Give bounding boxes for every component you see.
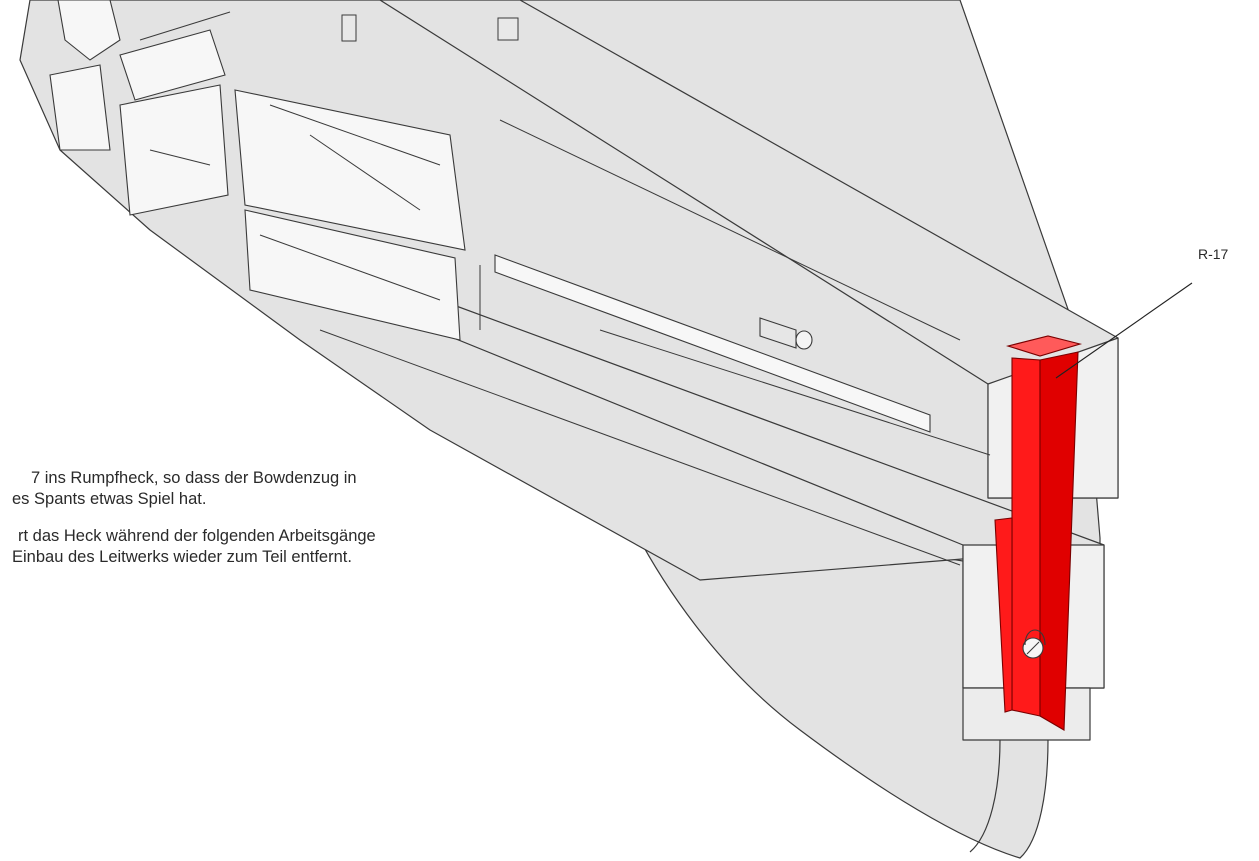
part-r17-side[interactable]	[1039, 351, 1079, 731]
tab	[341, 14, 357, 42]
tab	[497, 17, 519, 41]
rib-line	[259, 234, 441, 301]
seam-line	[499, 119, 961, 341]
instruction-line: 7 ins Rumpfheck, so dass der Bowdenzug i…	[31, 469, 357, 487]
cutout-1	[57, 0, 121, 61]
cutout-2	[119, 29, 226, 101]
seam-line	[599, 329, 991, 456]
cutout-5	[234, 89, 466, 251]
instruction-paragraph-1: 7 ins Rumpfheck, so dass der Bowdenzug i…	[0, 468, 520, 510]
cutout-3	[49, 64, 111, 151]
cutout-6	[244, 209, 461, 341]
screw-slot	[1026, 641, 1040, 655]
tail-fin	[621, 504, 1049, 859]
instruction-paragraph-2: rt das Heck während der folgenden Arbeit…	[0, 526, 520, 568]
rib-line	[139, 11, 231, 41]
callout-leader-line	[1055, 282, 1193, 379]
part-r17-top[interactable]	[1005, 335, 1083, 357]
instruction-text: 7 ins Rumpfheck, so dass der Bowdenzug i…	[0, 468, 520, 584]
rib-line	[149, 149, 211, 166]
bowden-tube	[759, 317, 797, 349]
instruction-line: es Spants etwas Spiel hat.	[12, 490, 207, 508]
screw-hole-outline	[1024, 629, 1046, 646]
fin-edge	[969, 739, 1001, 853]
rib-line	[309, 134, 421, 211]
part-r17-lower-segment[interactable]	[994, 517, 1013, 713]
part-label-r17: R-17	[1198, 246, 1229, 262]
cutout-7	[494, 254, 931, 433]
cutout-4	[119, 84, 229, 216]
rib-line	[269, 104, 441, 166]
bowden-tube-end	[795, 330, 813, 350]
seam-line	[319, 329, 961, 566]
part-r17-front[interactable]	[1011, 357, 1041, 717]
instruction-line: rt das Heck während der folgenden Arbeit…	[18, 527, 376, 545]
instruction-line: Einbau des Leitwerks wieder zum Teil ent…	[12, 548, 352, 566]
